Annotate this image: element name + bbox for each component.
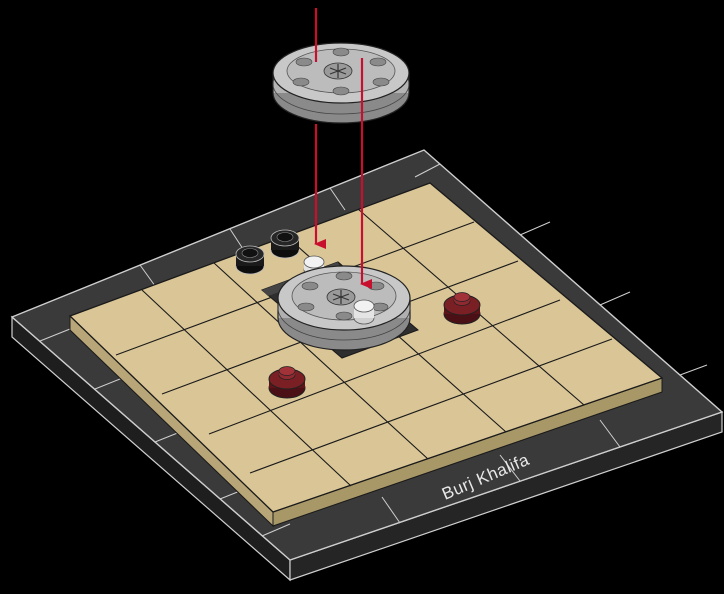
- baseplate: Burj Khalifa: [12, 150, 722, 580]
- clear-stud-on-wheel: [354, 300, 374, 324]
- black-round-plate-1: [236, 246, 264, 274]
- black-round-plate-2: [271, 230, 299, 258]
- wheel-placed: [278, 266, 410, 350]
- wheel-floating: [273, 43, 409, 123]
